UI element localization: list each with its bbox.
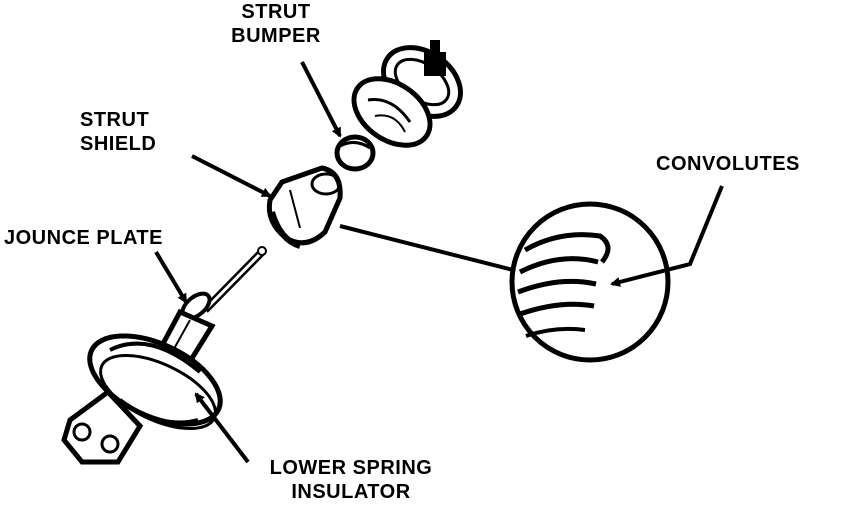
label-lower-spring-insulator-line2: INSULATOR (291, 481, 411, 503)
label-strut-bumper-line2: BUMPER (231, 25, 321, 47)
label-strut-bumper: STRUT BUMPER (226, 0, 326, 48)
convolutes-detail-circle (509, 201, 671, 363)
label-strut-shield-line1: STRUT (80, 109, 150, 131)
label-strut-shield-line2: SHIELD (80, 133, 157, 155)
label-lower-spring-insulator: LOWER SPRING INSULATOR (246, 456, 456, 504)
label-jounce-plate: JOUNCE PLATE (4, 227, 163, 249)
callout-arrows (154, 61, 724, 464)
strut-bumper-part (334, 134, 376, 172)
knuckle-bracket (61, 388, 144, 465)
lower-spring-seat (87, 333, 223, 430)
label-strut-bumper-line1: STRUT (241, 1, 311, 23)
piston-rod (202, 246, 267, 313)
spring-seat (351, 76, 433, 148)
strut-shield-part (266, 165, 343, 249)
label-convolutes: CONVOLUTES (656, 153, 800, 175)
label-lower-spring-insulator-line1: LOWER SPRING (269, 457, 433, 479)
label-strut-shield: STRUT SHIELD (80, 108, 156, 156)
detail-leader-line (339, 224, 514, 272)
